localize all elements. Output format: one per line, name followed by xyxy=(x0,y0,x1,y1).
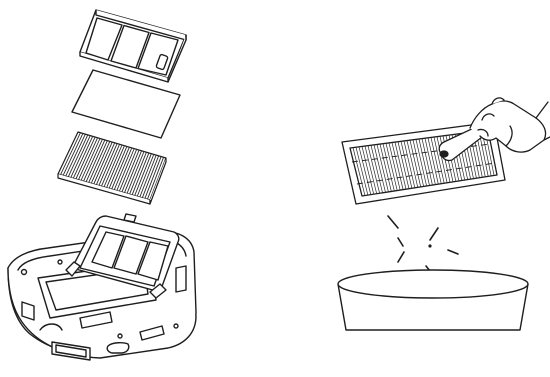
filter-tapping-view xyxy=(338,98,550,330)
trash-can-icon xyxy=(338,270,528,330)
dustbin-open-icon xyxy=(8,214,196,360)
hepa-filter-icon xyxy=(58,132,166,204)
exploded-dustbin-view xyxy=(8,10,196,360)
